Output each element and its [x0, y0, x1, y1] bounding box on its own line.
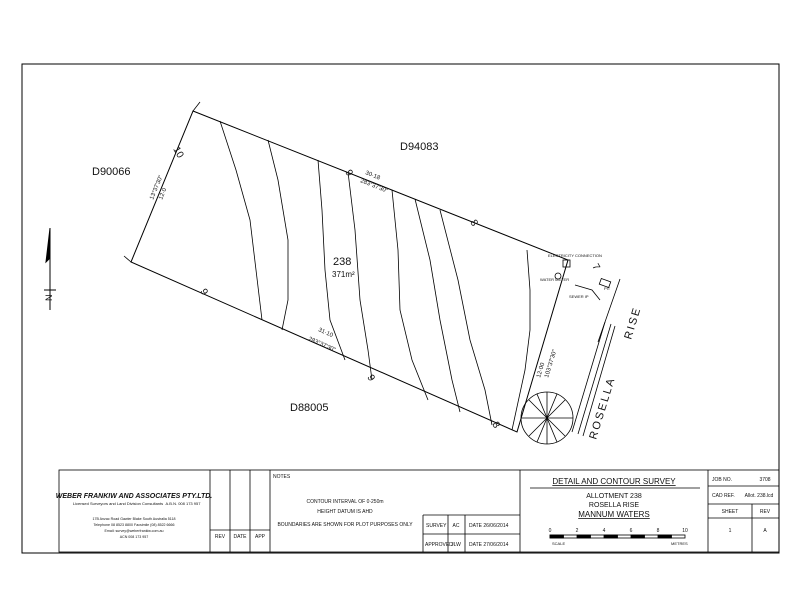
approved-label: APPROVED	[425, 542, 453, 548]
west-boundary-length: 12·0	[158, 187, 168, 201]
company-subtitle: Licensed Surveyors and Land Division Con…	[73, 501, 163, 506]
company-name: WEBER FRANKIW AND ASSOCIATES PTY.LTD.	[56, 493, 213, 500]
road-name-rosella: ROSELLA	[587, 375, 617, 440]
contour-label: 10	[170, 145, 185, 161]
contour-label: 8	[489, 420, 502, 431]
allotment-boundary	[130, 110, 569, 433]
neighbour-west: D90066	[92, 166, 131, 178]
sewer-label: SEWER IP	[569, 294, 589, 299]
rev-column-label: REV	[215, 534, 226, 540]
road-kerb	[571, 278, 621, 437]
scale-tick: 0	[549, 528, 552, 534]
contour-label: 8	[467, 218, 480, 229]
road-name-rise: RISE	[622, 305, 643, 341]
water-meter-icon	[554, 272, 562, 280]
drawing-title: DETAIL AND CONTOUR SURVEY	[552, 477, 676, 486]
approved-date: DATE 27/06/2014	[469, 542, 509, 548]
contour-line	[511, 249, 531, 431]
company-phone: Telephone 08 8523 8800 Facsimile (08) 85…	[93, 523, 174, 527]
lot-area: 371m²	[332, 270, 355, 279]
tree-symbol	[520, 391, 574, 445]
sheet-number: 1	[729, 528, 732, 534]
north-boundary-length: 30·18	[364, 170, 381, 181]
scale-tick: 6	[630, 528, 633, 534]
company-acn: ACN 008 173 957	[120, 535, 149, 539]
contour-line	[267, 139, 289, 331]
south-boundary-bearing: 283°37'30"	[307, 336, 336, 353]
contour-line	[414, 198, 461, 413]
note-line: HEIGHT DATUM IS AHD	[317, 509, 373, 515]
east-boundary-bearing: 103°37'30"	[544, 349, 558, 379]
cad-ref: Allot. 238.lcd	[745, 493, 774, 499]
company-address: 17B Anzac Road Gawler Blake South Austra…	[92, 517, 175, 521]
sewer-line-icon	[574, 284, 601, 301]
scale-tick: 2	[576, 528, 579, 534]
scale-bar	[549, 534, 686, 539]
contour-line	[439, 209, 493, 426]
water-meter-label: WATER METER	[540, 277, 569, 282]
contour-label: 9	[342, 168, 355, 179]
contour-line	[219, 120, 263, 321]
contour-line	[391, 189, 429, 401]
neighbour-north: D94083	[400, 141, 439, 153]
street-title: ROSELLA RISE	[589, 502, 640, 509]
suburb-title: MANNUM WATERS	[578, 510, 650, 519]
north-arrow-label: N	[44, 295, 54, 302]
contour-line	[317, 159, 346, 361]
approved-by: JLW	[451, 542, 461, 548]
pit-icon	[598, 277, 612, 289]
contour-line	[347, 171, 373, 381]
metres-label: METRES	[671, 541, 688, 546]
title-block	[58, 469, 780, 553]
south-boundary-length: 31·10	[317, 327, 334, 339]
survey-label: SURVEY	[426, 523, 447, 529]
note-line: CONTOUR INTERVAL OF 0·250m	[306, 499, 383, 505]
sheet-border	[21, 63, 780, 554]
lot-number: 238	[333, 256, 351, 268]
rev-value: A	[763, 528, 767, 534]
survey-date: DATE 26/06/2014	[469, 523, 509, 529]
contour-lines	[219, 120, 531, 431]
neighbour-south: D88005	[290, 402, 329, 414]
north-arrow-icon	[44, 227, 56, 310]
scale-tick: 8	[657, 528, 660, 534]
company-abn: A.B.N. 008 173 957	[166, 501, 202, 506]
contour-label: 9	[197, 287, 210, 298]
rev-label: REV	[760, 509, 771, 515]
boundary-ticks	[123, 101, 201, 263]
contour-label: 7	[589, 262, 602, 273]
cad-ref-label: CAD REF.	[712, 493, 735, 499]
company-email: Email: survey@weberfrankiw.com.au	[105, 529, 164, 533]
electricity-label: ELECTRICITY CONNECTION	[548, 253, 602, 258]
date-column-label: DATE	[234, 534, 248, 540]
east-boundary-length: 12·00	[536, 362, 546, 379]
scale-tick: 4	[603, 528, 606, 534]
app-column-label: APP	[255, 534, 266, 540]
north-boundary-bearing: 283°37'30"	[359, 178, 388, 194]
site-plan	[44, 101, 621, 445]
scale-label: SCALE	[552, 541, 565, 546]
job-no: 3708	[759, 477, 770, 483]
scale-tick: 10	[682, 528, 688, 534]
pit-label: PIT	[604, 286, 611, 291]
electricity-pit-icon	[562, 259, 571, 268]
notes-label: NOTES	[273, 474, 291, 480]
note-line: BOUNDARIES ARE SHOWN FOR PLOT PURPOSES O…	[277, 522, 413, 528]
contour-label: 9	[364, 373, 377, 384]
survey-by: AC	[453, 523, 460, 529]
service-symbols	[554, 259, 612, 301]
allotment-title: ALLOTMENT 238	[586, 493, 642, 500]
sheet-label: SHEET	[722, 509, 739, 515]
job-no-label: JOB NO.	[712, 477, 732, 483]
